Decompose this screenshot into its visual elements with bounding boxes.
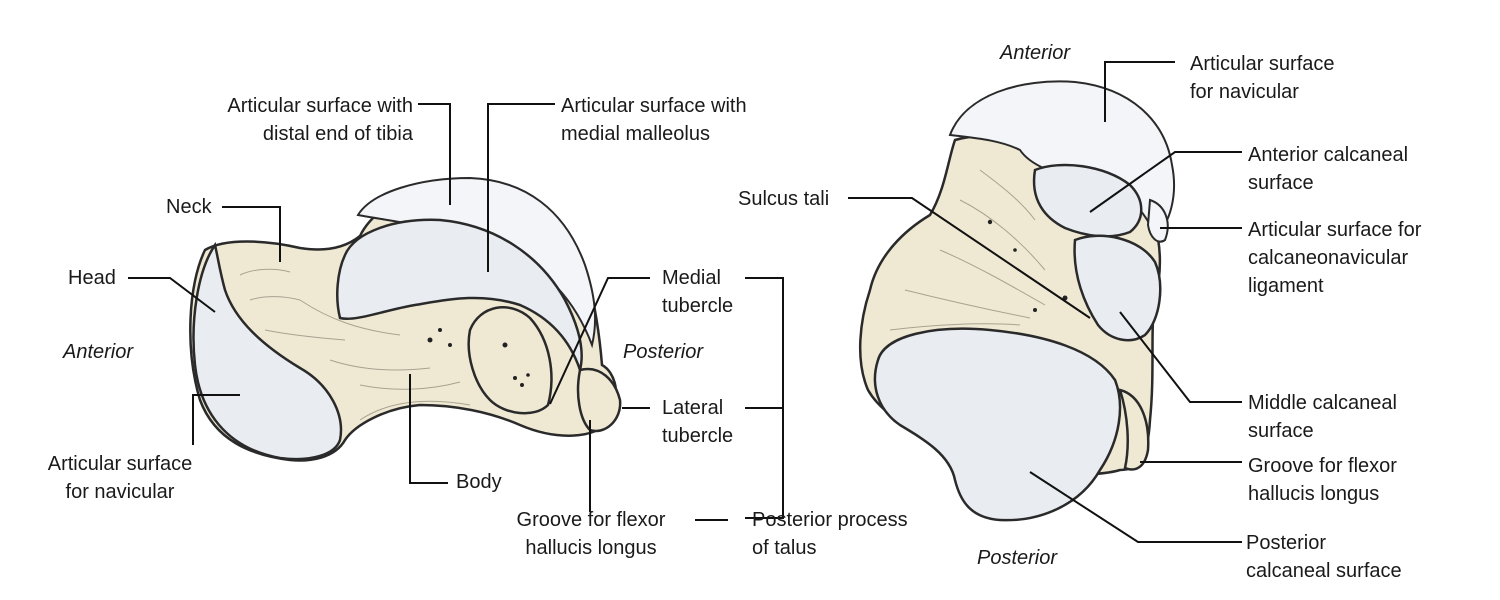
label-calcaneonavicular: Articular surface for calcaneonavicular … [1248, 219, 1422, 297]
label-groove-fhl-right: Groove for flexor hallucis longus [1248, 455, 1397, 505]
label-body: Body [456, 471, 502, 493]
label-articular-malleolus: Articular surface with medial malleolus [561, 95, 747, 145]
label-anterior-calcaneal: Anterior calcaneal surface [1248, 144, 1409, 194]
label-head: Head [68, 267, 116, 289]
label-articular-navicular-right: Articular surface for navicular [1190, 53, 1335, 103]
label-posterior-process: Posterior process of talus [752, 509, 908, 559]
anterior-calcaneal-surface [1032, 163, 1143, 238]
talus-medial-view [189, 176, 622, 462]
leader-lines-right [848, 61, 1242, 543]
calcaneonavicular-facet [1146, 198, 1169, 243]
label-sulcus-tali: Sulcus tali [738, 188, 830, 210]
right-posterior-label: Posterior [977, 547, 1058, 569]
right-anterior-label: Anterior [1000, 42, 1071, 64]
label-groove-fhl-left: Groove for flexor hallucis longus [516, 509, 666, 559]
middle-calcaneal-surface [1073, 234, 1162, 342]
label-lateral-tubercle: Lateral tubercle [662, 397, 734, 447]
lateral-tubercle-bump [576, 367, 622, 433]
label-articular-navicular-left: Articular surface for navicular [47, 453, 193, 503]
label-posterior-calcaneal: Posterior calcaneal surface [1246, 532, 1402, 582]
leader-lines-left [128, 103, 784, 521]
label-medial-tubercle: Medial tubercle [662, 267, 734, 317]
talus-inferior-view [858, 80, 1176, 522]
left-posterior-label: Posterior [623, 341, 704, 363]
label-middle-calcaneal: Middle calcaneal surface [1248, 392, 1397, 442]
posterior-calcaneal-surface [873, 327, 1122, 522]
label-neck: Neck [166, 196, 212, 218]
label-articular-tibia: Articular surface with distal end of tib… [227, 95, 413, 145]
medial-tubercle-bump [467, 306, 553, 415]
malleolar-articular-surface [336, 218, 583, 375]
left-anterior-label: Anterior [63, 341, 134, 363]
head-articular-surface [192, 241, 343, 461]
